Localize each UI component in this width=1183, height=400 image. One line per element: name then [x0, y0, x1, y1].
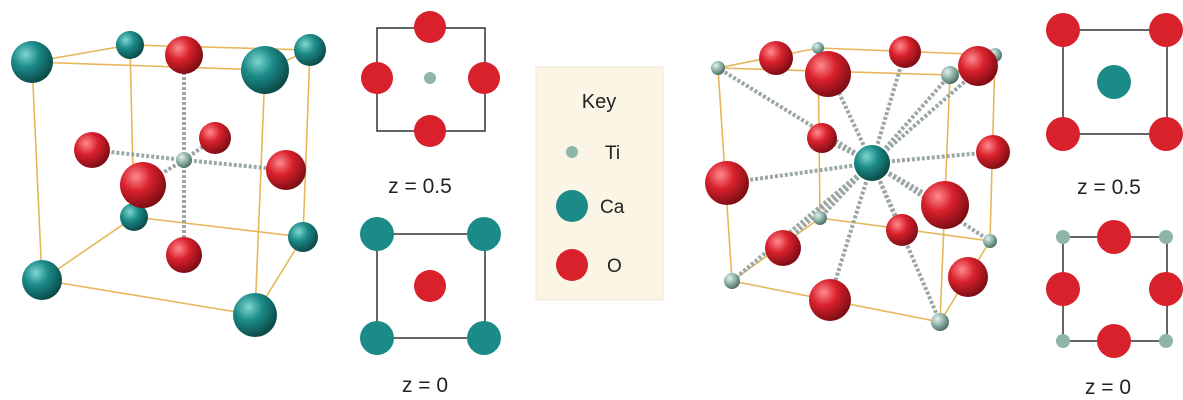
ca-atom — [22, 260, 62, 300]
left-z05-label: z = 0.5 — [388, 175, 452, 198]
o-atom — [809, 279, 851, 321]
left-projection-z05 — [361, 11, 500, 147]
ca-atom — [294, 34, 326, 66]
right-projection-z0 — [1046, 220, 1183, 358]
o-atom — [1097, 324, 1131, 358]
o-atom — [266, 150, 306, 190]
ti-atom — [1159, 334, 1173, 348]
o-atom — [1046, 117, 1080, 151]
o-atom — [1097, 220, 1131, 254]
ti-atom — [1056, 334, 1070, 348]
o-atom — [1149, 272, 1183, 306]
o-atom — [165, 36, 203, 74]
ca-atom — [360, 321, 394, 355]
o-atom — [361, 62, 393, 94]
left-z0-label: z = 0 — [402, 374, 448, 397]
o-atom — [414, 270, 446, 302]
o-atom — [1046, 272, 1080, 306]
right-z0-label: z = 0 — [1085, 376, 1131, 399]
ti-atom — [941, 66, 959, 84]
ca-atom — [120, 203, 148, 231]
o-atom — [805, 51, 851, 97]
left-cell-edges — [31, 44, 311, 316]
o-atom — [1149, 13, 1183, 47]
key-o-label: O — [607, 256, 622, 277]
ti-atom — [724, 273, 740, 289]
o-atom — [199, 122, 231, 154]
ti-atom — [176, 152, 192, 168]
o-atom — [468, 62, 500, 94]
key-ca-swatch — [556, 190, 588, 222]
right-unit-cell — [705, 36, 1010, 331]
ca-atom — [467, 217, 501, 251]
ti-atom — [711, 61, 725, 75]
ca-atom — [854, 145, 890, 181]
o-atom — [765, 230, 801, 266]
o-atom — [807, 123, 837, 153]
o-atom — [886, 214, 918, 246]
ti-atom — [983, 234, 997, 248]
ti-atom — [812, 42, 824, 54]
ti-atom — [813, 211, 827, 225]
o-atom — [1149, 117, 1183, 151]
ti-atom — [1159, 230, 1173, 244]
o-atom — [414, 115, 446, 147]
ti-atom — [424, 72, 436, 84]
key-ti-swatch — [566, 146, 578, 158]
o-atom — [74, 132, 110, 168]
o-atom — [414, 11, 446, 43]
key-panel: Key Ti Ca O — [535, 66, 664, 301]
ca-atom — [233, 293, 277, 337]
o-atom — [921, 181, 969, 229]
ca-atom — [288, 222, 318, 252]
left-projection-z0 — [360, 217, 501, 355]
right-z05-label: z = 0.5 — [1077, 176, 1141, 199]
o-atom — [889, 36, 921, 68]
o-atom — [958, 46, 998, 86]
o-atom — [1046, 13, 1080, 47]
key-title: Key — [582, 91, 616, 113]
key-ti-label: Ti — [605, 143, 620, 164]
o-atom — [166, 237, 202, 273]
ca-atom — [241, 46, 289, 94]
ti-atom — [931, 313, 949, 331]
ti-atom — [1056, 230, 1070, 244]
ca-atom — [116, 31, 144, 59]
o-atom — [759, 41, 793, 75]
o-atom — [120, 162, 166, 208]
right-projection-z05 — [1046, 13, 1183, 151]
ca-atom — [11, 41, 53, 83]
o-atom — [976, 135, 1010, 169]
ca-atom — [1097, 65, 1131, 99]
key-ca-label: Ca — [600, 197, 625, 218]
left-unit-cell — [11, 31, 326, 337]
ca-atom — [360, 217, 394, 251]
o-atom — [705, 161, 749, 205]
key-o-swatch — [556, 249, 588, 281]
ca-atom — [467, 321, 501, 355]
o-atom — [948, 257, 988, 297]
